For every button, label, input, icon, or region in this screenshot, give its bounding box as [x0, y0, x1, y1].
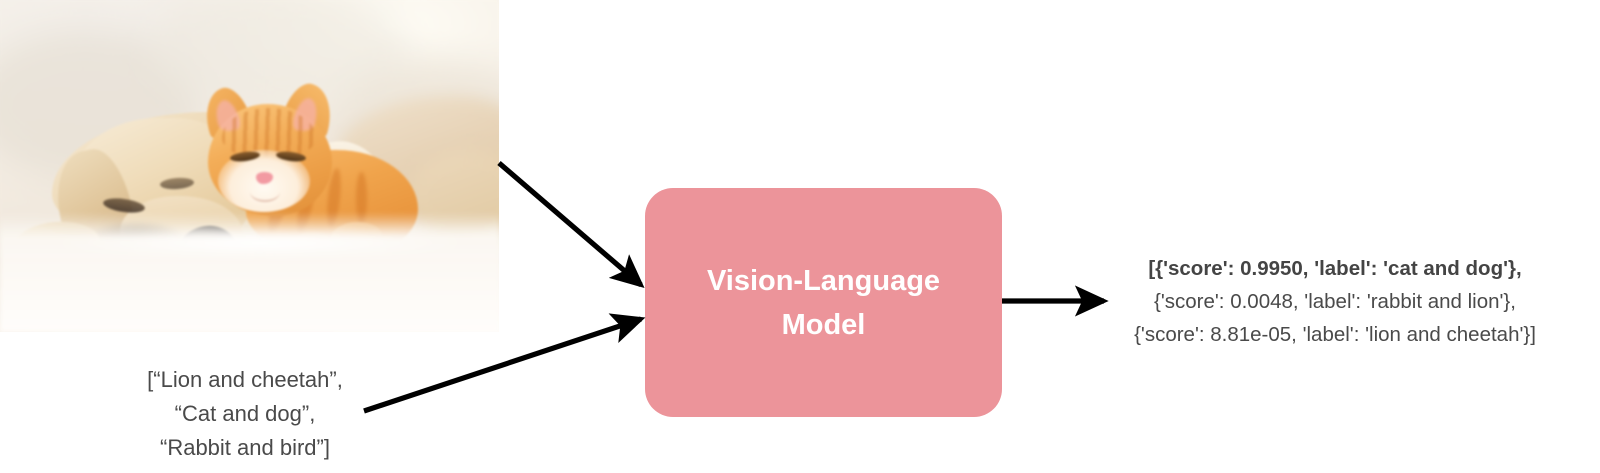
- model-output: [{'score': 0.9950, 'label': 'cat and dog…: [1080, 252, 1590, 351]
- blanket-edge-highlight: [0, 226, 499, 260]
- vision-language-model-box[interactable]: Vision-Language Model: [645, 188, 1002, 417]
- vision-language-model-label: Vision-Language Model: [706, 264, 941, 341]
- text-input-label: [“Lion and cheetah”, “Cat and dog”, “Rab…: [147, 367, 343, 460]
- output-line-second-prediction: {'score': 0.0048, 'label': 'rabbit and l…: [1154, 290, 1516, 313]
- input-image: [0, 0, 499, 332]
- kitten-mouth: [250, 182, 280, 202]
- text-input-arrow: [363, 313, 646, 414]
- image-input-arrow: [497, 161, 645, 289]
- output-line-third-prediction: {'score': 8.81e-05, 'label': 'lion and c…: [1134, 323, 1536, 346]
- output-line-top-prediction: [{'score': 0.9950, 'label': 'cat and dog…: [1148, 257, 1522, 280]
